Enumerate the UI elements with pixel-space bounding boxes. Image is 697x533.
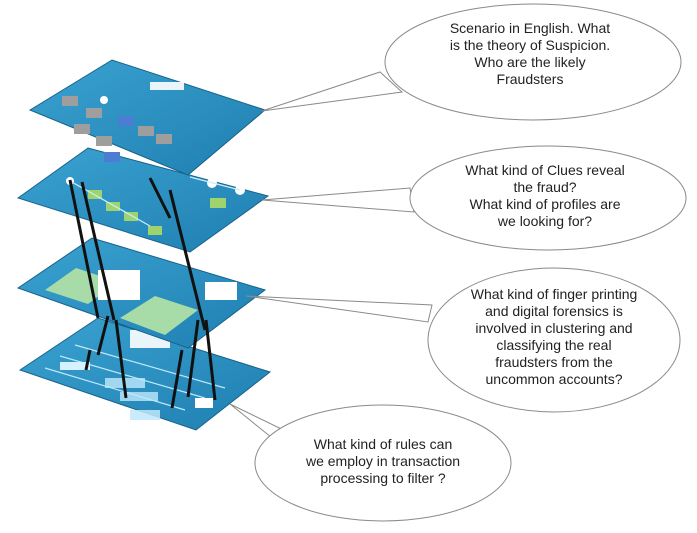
callout-rules-text: What kind of rules can we employ in tran… bbox=[278, 436, 488, 487]
callout-line: the fraud? bbox=[513, 179, 577, 195]
callout-forensics bbox=[245, 267, 681, 413]
connector-lines bbox=[68, 177, 217, 409]
callout-scenario bbox=[261, 3, 682, 121]
callout-line: we employ in transaction bbox=[305, 453, 461, 469]
callout-line: What kind of finger printing bbox=[470, 286, 638, 302]
callout-line: uncommon accounts? bbox=[485, 371, 623, 387]
callout-line: is the theory of Suspicion. bbox=[449, 37, 611, 53]
layer-transaction-rules bbox=[18, 317, 272, 431]
callout-line: What kind of profiles are bbox=[469, 196, 621, 212]
callout-line: classifying the real bbox=[496, 337, 612, 353]
callout-line: Who are the likely bbox=[474, 54, 586, 70]
callout-line: What kind of rules can bbox=[313, 436, 453, 452]
callout-line: Scenario in English. What bbox=[449, 20, 611, 36]
callout-line: fraudsters from the bbox=[495, 354, 613, 370]
callout-clues-text: What kind of Clues reveal the fraud? Wha… bbox=[440, 162, 650, 230]
callout-line: we looking for? bbox=[497, 213, 593, 229]
layer-clues bbox=[16, 147, 270, 253]
callout-forensics-text: What kind of finger printing and digital… bbox=[438, 286, 670, 388]
callout-line: What kind of Clues reveal bbox=[465, 162, 625, 178]
callout-scenario-text: Scenario in English. What is the theory … bbox=[410, 20, 650, 88]
callout-line: and digital forensics is bbox=[485, 303, 623, 319]
layer-scenario bbox=[28, 59, 267, 176]
callout-rules bbox=[229, 403, 512, 522]
layer-forensics bbox=[16, 237, 267, 349]
callout-clues bbox=[261, 145, 687, 251]
callout-line: Fraudsters bbox=[496, 71, 564, 87]
callout-line: involved in clustering and bbox=[475, 320, 633, 336]
callout-line: processing to filter ? bbox=[320, 470, 446, 486]
